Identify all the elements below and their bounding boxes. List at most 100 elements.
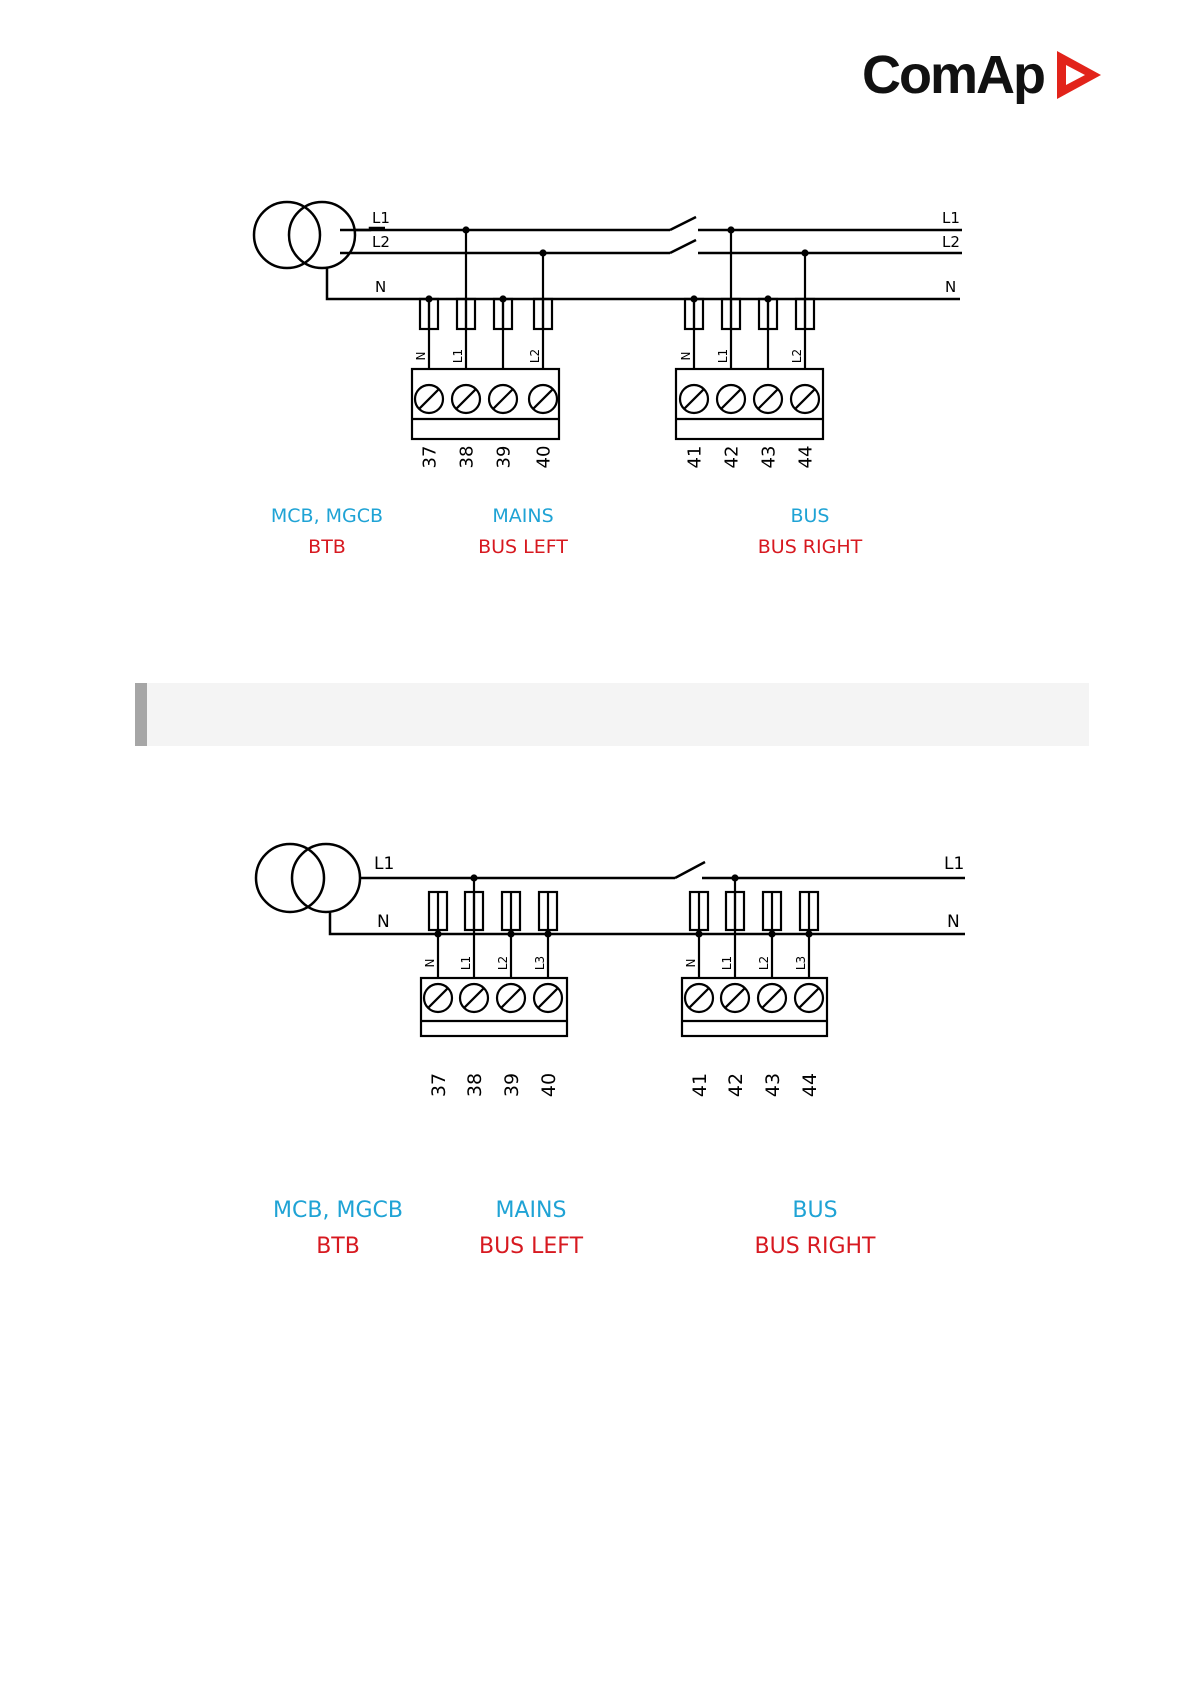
wire-label: L1 <box>716 349 730 363</box>
breaker-contact-l2 <box>670 240 696 253</box>
transformer-coil-primary <box>254 202 320 268</box>
screw-slot <box>795 389 815 409</box>
wire-label: N <box>679 352 693 361</box>
line-n <box>330 912 965 934</box>
transformer-coil-secondary <box>292 844 360 912</box>
label-source-l1: L1 <box>372 209 390 227</box>
label-bus-n: N <box>945 278 956 296</box>
terminal-number: 38 <box>456 446 477 469</box>
terminal-number: 42 <box>725 1073 747 1097</box>
junction-dot <box>507 930 514 937</box>
terminal-number: 43 <box>762 1073 784 1097</box>
junction-dot <box>539 249 546 256</box>
wire-label: L2 <box>757 956 771 970</box>
label-source-n: N <box>377 912 390 932</box>
wire-label: N <box>684 959 698 968</box>
junction-dot <box>731 874 738 881</box>
junction-dot <box>805 930 812 937</box>
screw-slot <box>799 988 819 1008</box>
label-bus-right: BUS RIGHT <box>755 1234 877 1259</box>
transformer-coil-secondary <box>289 202 355 268</box>
logo-text: ComAp <box>862 40 1044 110</box>
junction-dot <box>499 295 506 302</box>
label-breaker-btb: BTB <box>308 536 346 558</box>
junction-dot <box>544 930 551 937</box>
terminal-number: 40 <box>533 446 554 469</box>
wire-label: N <box>423 959 437 968</box>
label-mains: MAINS <box>496 1198 567 1223</box>
junction-dot <box>462 226 469 233</box>
screw-slot <box>501 988 521 1008</box>
label-bus-n: N <box>947 912 960 932</box>
junction-dot <box>727 226 734 233</box>
terminal-number: 44 <box>795 446 816 469</box>
screw-slot <box>684 389 704 409</box>
mains-terminal-group: 37 N 38 L1 39 40 L2 <box>412 226 559 468</box>
label-source-l1: L1 <box>374 854 394 874</box>
label-breaker-btb: BTB <box>316 1234 360 1259</box>
screw-slot <box>456 389 476 409</box>
screw-slot <box>419 389 439 409</box>
junction-dot <box>768 930 775 937</box>
label-bus-l2: L2 <box>942 233 960 251</box>
label-mains: MAINS <box>492 505 553 527</box>
label-breaker-type: MCB, MGCB <box>271 505 383 527</box>
junction-dot <box>695 930 702 937</box>
wire-label: N <box>414 352 428 361</box>
label-bus-l1: L1 <box>944 854 964 874</box>
junction-dot <box>434 930 441 937</box>
terminal-number: 42 <box>721 446 742 469</box>
terminal-number: 39 <box>501 1073 523 1097</box>
label-bus-left: BUS LEFT <box>478 536 568 558</box>
label-bus: BUS <box>790 505 829 527</box>
junction-dot <box>425 295 432 302</box>
junction-dot <box>764 295 771 302</box>
label-source-l2: L2 <box>372 233 390 251</box>
terminal-number: 44 <box>799 1073 821 1097</box>
screw-slot <box>428 988 448 1008</box>
screw-slot <box>762 988 782 1008</box>
wire-label: L3 <box>794 956 808 970</box>
wire-label: L3 <box>533 956 547 970</box>
label-bus: BUS <box>792 1198 837 1223</box>
screw-slot <box>721 389 741 409</box>
terminal-block <box>682 978 827 1036</box>
terminal-number: 41 <box>689 1073 711 1097</box>
bus-terminal-group: 41 N 42 L1 43 L2 44 L3 <box>682 874 827 1097</box>
breaker-contact-l1 <box>670 217 696 230</box>
label-source-n: N <box>375 278 386 296</box>
label-bus-right: BUS RIGHT <box>758 536 863 558</box>
label-breaker-type: MCB, MGCB <box>273 1198 403 1223</box>
comap-logo: ComAp <box>862 40 1112 110</box>
terminal-number: 40 <box>538 1073 560 1097</box>
screw-slot <box>758 389 778 409</box>
terminal-number: 38 <box>464 1073 486 1097</box>
label-bus-left: BUS LEFT <box>479 1234 584 1259</box>
screw-slot <box>464 988 484 1008</box>
screw-slot <box>493 389 513 409</box>
terminal-block <box>421 978 567 1036</box>
terminal-number: 41 <box>684 446 705 469</box>
transformer-coil-primary <box>256 844 324 912</box>
terminal-number: 37 <box>428 1073 450 1097</box>
wire-label: L1 <box>459 956 473 970</box>
junction-dot <box>690 295 697 302</box>
screw-slot <box>725 988 745 1008</box>
line-n <box>327 268 960 299</box>
note-box <box>135 683 1089 746</box>
breaker-contact-l1 <box>675 862 705 878</box>
terminal-number: 39 <box>493 446 514 469</box>
screw-slot <box>689 988 709 1008</box>
screw-slot <box>538 988 558 1008</box>
terminal-number: 37 <box>419 446 440 469</box>
wire-label: L1 <box>720 956 734 970</box>
screw-slot <box>533 389 553 409</box>
wire-label: L1 <box>451 349 465 363</box>
comap-red-arrow-icon <box>1055 49 1103 101</box>
wire-label: L2 <box>528 349 542 363</box>
wire-label: L2 <box>790 349 804 363</box>
